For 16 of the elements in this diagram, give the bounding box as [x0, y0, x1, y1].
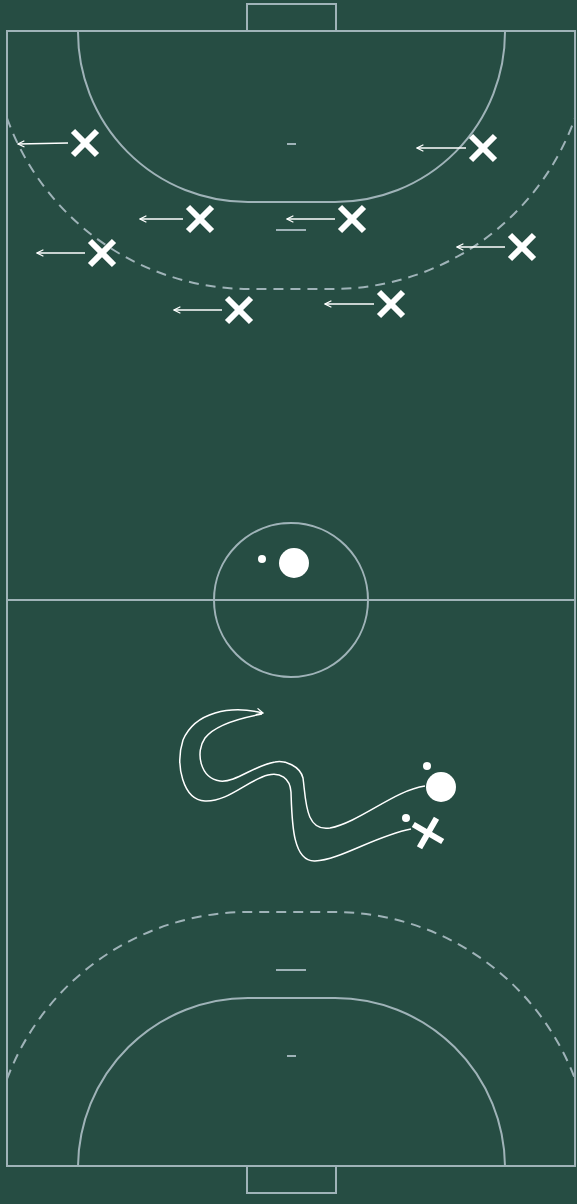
- arrow: [324, 300, 375, 308]
- arrow: [173, 306, 223, 314]
- player-cross-icon: [375, 288, 407, 320]
- player-cross-icon: [69, 127, 101, 159]
- arrow: [286, 215, 336, 223]
- player-cross-icon: [223, 294, 255, 326]
- player-cross-icon: [184, 203, 216, 235]
- arrow: [17, 140, 69, 148]
- player-cross-icon: [467, 132, 499, 164]
- arrow: [139, 215, 184, 223]
- player-cross-icon: [336, 203, 368, 235]
- arrow: [416, 144, 467, 152]
- arrow: [456, 243, 506, 251]
- player-cross-icon: [86, 237, 118, 269]
- player-cross-icon: [506, 231, 538, 263]
- arrow: [36, 249, 86, 257]
